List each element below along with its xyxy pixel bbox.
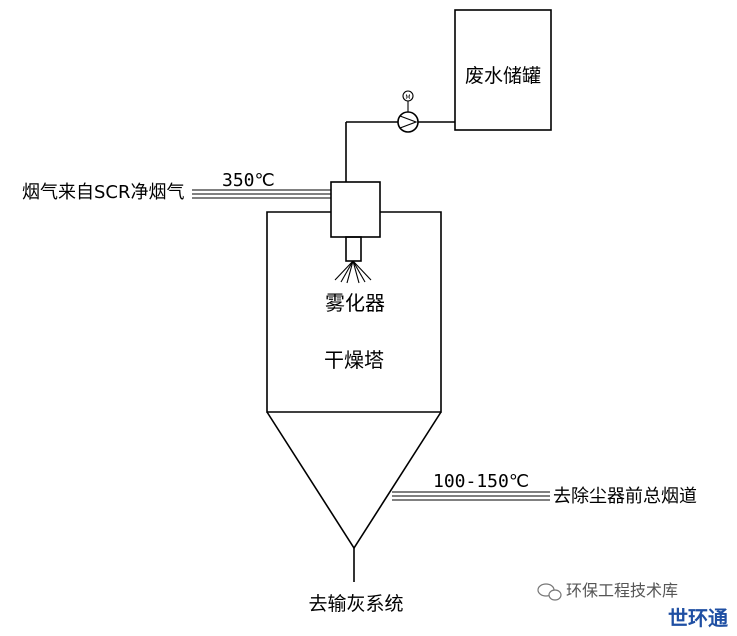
flue-gas-inlet-pipe: [192, 189, 331, 199]
pump: M: [397, 90, 419, 133]
outlet-temperature: 100-150℃: [433, 471, 529, 492]
spray-icon: [334, 260, 372, 284]
flue-gas-outlet-pipe: [392, 491, 550, 501]
watermark: 环保工程技术库: [537, 581, 678, 601]
drying-tower: 干燥塔: [266, 211, 442, 582]
watermark-text: 环保工程技术库: [566, 581, 678, 600]
pump-motor-mark: M: [405, 94, 410, 101]
inlet-label: 烟气来自SCR净烟气: [22, 182, 185, 203]
pump-motor-icon: [402, 90, 414, 102]
waste-water-pipe: [345, 121, 455, 182]
brand-logo-text: 世环通: [668, 606, 728, 630]
ash-system-label: 去输灰系统: [308, 593, 403, 615]
atomizer-label: 雾化器: [325, 291, 385, 315]
outlet-label: 去除尘器前总烟道: [553, 486, 697, 507]
inlet-temperature: 350℃: [222, 170, 275, 191]
wechat-icon: [537, 583, 562, 601]
tank-label: 废水储罐: [465, 65, 541, 87]
atomizer: 雾化器: [325, 181, 385, 315]
tower-label: 干燥塔: [324, 348, 384, 372]
waste-water-tank: 废水储罐: [454, 9, 552, 131]
